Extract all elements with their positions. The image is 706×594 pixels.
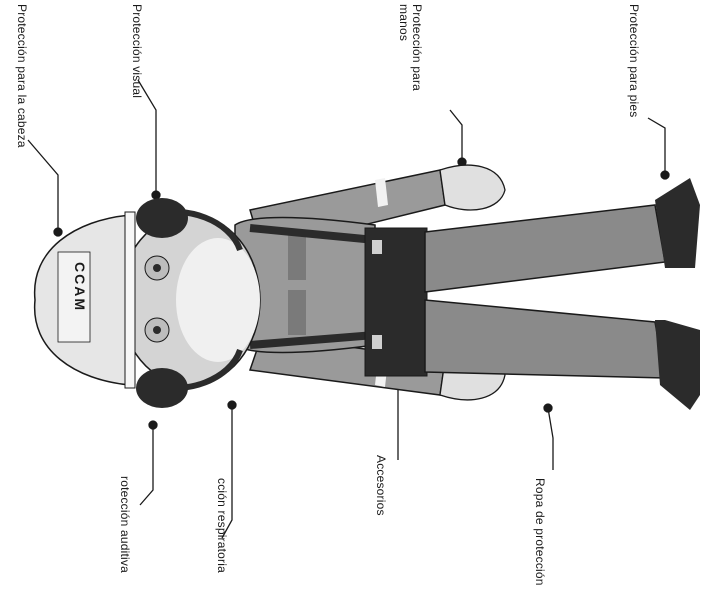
head	[120, 215, 260, 385]
feet-leader-dot	[661, 171, 669, 179]
label-hand-protection-line1: Protección para	[410, 4, 423, 91]
belt-buckle-top	[372, 240, 382, 254]
hands-leader-line	[450, 110, 462, 162]
helmet-brim	[125, 212, 135, 388]
pocket-top	[288, 235, 306, 280]
boot-bottom	[655, 320, 700, 410]
respiratory-leader-dot	[228, 401, 236, 409]
label-auditory-protection: rotección auditiva	[118, 476, 131, 573]
pupil-right	[153, 326, 161, 334]
label-accessories: Accesorios	[374, 455, 387, 516]
label-hand-protection-line2: manos	[397, 4, 410, 41]
head-leader-line	[28, 140, 58, 232]
visual-leader-dot	[152, 191, 160, 199]
clothing-leader-line	[548, 408, 553, 470]
pupil-left	[153, 264, 161, 272]
glove-top	[440, 165, 505, 210]
helmet-logo-text: CCAM	[73, 262, 86, 312]
boots	[655, 178, 700, 410]
label-protective-clothing: Ropa de protección	[533, 478, 546, 586]
pocket-bottom	[288, 290, 306, 335]
earmuff-bottom	[136, 368, 188, 408]
belt-buckle-bottom	[372, 335, 382, 349]
auditory-leader-dot	[149, 421, 157, 429]
beard	[176, 238, 260, 362]
label-head-protection: Protección para la cabeza	[15, 4, 28, 148]
label-visual-protection: Protección visual	[130, 4, 143, 98]
leg-top	[425, 205, 665, 292]
head-leader-dot	[54, 228, 62, 236]
leg-bottom	[425, 300, 665, 378]
label-foot-protection: Protección para pies	[627, 4, 640, 117]
feet-leader-line	[648, 118, 665, 175]
clothing-leader-dot	[544, 404, 552, 412]
earmuff-top	[136, 198, 188, 238]
legs	[425, 205, 665, 378]
label-respiratory-protection: cción respiratoria	[215, 478, 228, 573]
auditory-leader-line	[140, 425, 153, 505]
